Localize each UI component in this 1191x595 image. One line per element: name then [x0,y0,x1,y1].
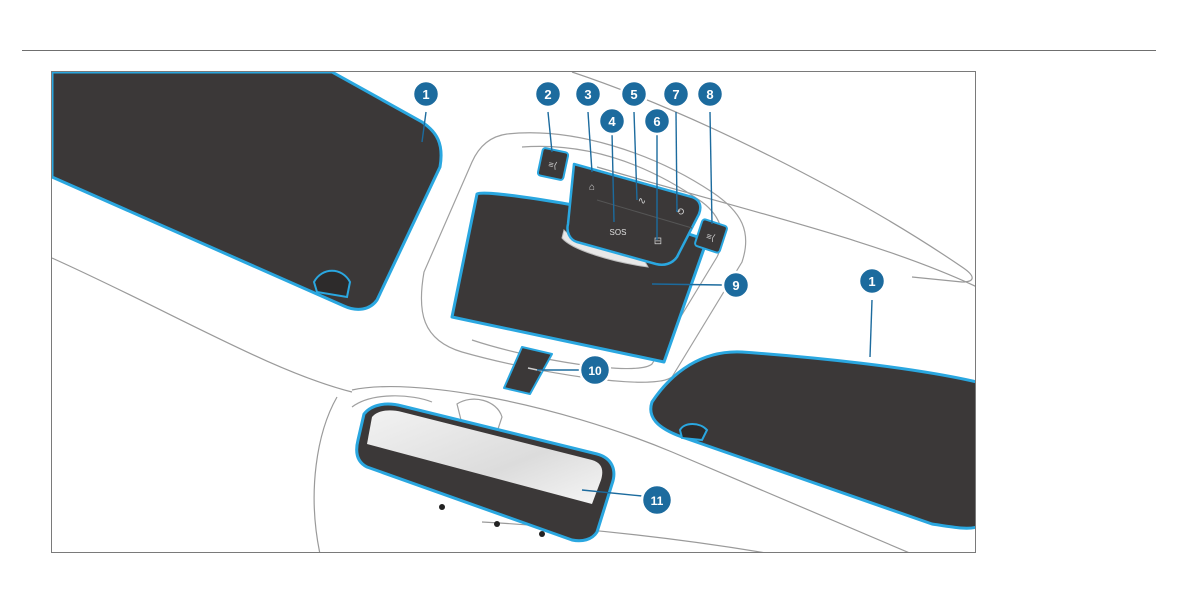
svg-text:7: 7 [672,87,679,102]
mirror-button-1[interactable] [439,504,445,510]
callout-6: 6 [644,108,670,134]
sos-button[interactable]: SOS [610,228,627,237]
sun-visor-left[interactable] [52,72,441,309]
svg-text:⊟: ⊟ [654,236,662,247]
svg-text:8: 8 [706,87,713,102]
svg-text:11: 11 [651,494,664,508]
front-light-button[interactable]: ∿ [638,196,646,207]
svg-text:6: 6 [653,114,660,129]
callout-8: 8 [697,81,723,107]
svg-text:∿: ∿ [638,196,646,207]
sun-visor-left-clip [314,271,350,297]
mirror-button-3[interactable] [539,531,545,537]
header-rule [22,50,1156,51]
callout-4: 4 [599,108,625,134]
interior-light-auto-button[interactable]: ⌂ [589,182,595,193]
rear-light-button[interactable]: ⊟ [654,236,662,247]
diagram-frame: ≡⟨ ≡⟨ ⌂ ∿ ⟲ SOS ⊟ [51,71,976,553]
callout-1-right: 1 [859,268,885,294]
svg-text:3: 3 [584,87,591,102]
callout-10: 10 [580,355,610,385]
callout-3: 3 [575,81,601,107]
callout-11: 11 [642,485,672,515]
callout-7: 7 [663,81,689,107]
reading-light-left[interactable]: ≡⟨ [537,148,568,181]
callout-5: 5 [621,81,647,107]
svg-text:4: 4 [608,114,616,129]
callout-2: 2 [535,81,561,107]
mirror-button-2[interactable] [494,521,500,527]
svg-text:1: 1 [422,87,429,102]
callout-1-left: 1 [413,81,439,107]
svg-text:9: 9 [732,278,739,293]
overhead-control-panel-diagram: ≡⟨ ≡⟨ ⌂ ∿ ⟲ SOS ⊟ [52,72,976,553]
svg-text:1: 1 [868,274,875,289]
rear-view-mirror[interactable] [357,404,614,541]
svg-text:10: 10 [588,364,602,378]
svg-text:2: 2 [544,87,551,102]
sun-visor-right-clip [680,424,707,440]
svg-text:⌂: ⌂ [589,182,595,193]
callout-9: 9 [723,272,749,298]
svg-text:5: 5 [630,87,637,102]
svg-text:SOS: SOS [610,228,627,237]
